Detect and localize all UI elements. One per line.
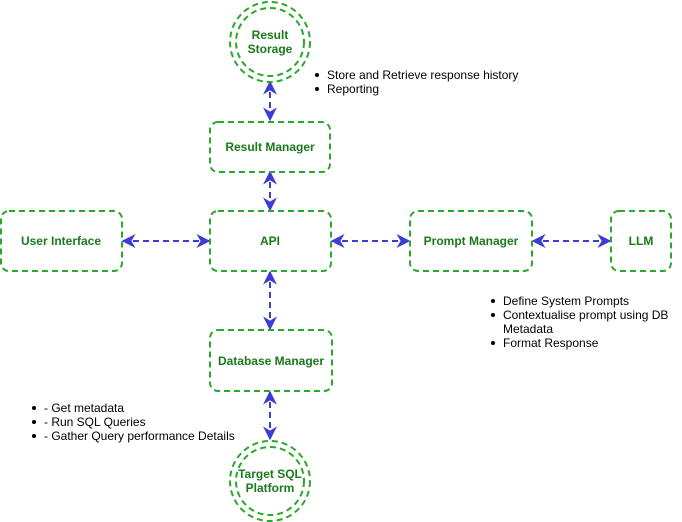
- node-api: API: [209, 210, 332, 272]
- note-database-manager-item: - Gather Query performance Details: [28, 429, 235, 443]
- node-result-storage-label-line1: Result: [252, 28, 289, 42]
- note-prompt-manager: Define System Prompts Contextualise prom…: [487, 294, 668, 350]
- node-prompt-manager-label: Prompt Manager: [424, 234, 519, 248]
- note-prompt-manager-continuation: Metadata: [503, 322, 554, 336]
- node-target-sql-outer-ring: [229, 440, 311, 522]
- node-result-manager: Result Manager: [209, 121, 331, 173]
- node-prompt-manager: Prompt Manager: [409, 210, 533, 272]
- note-database-manager-item: - Get metadata: [28, 401, 235, 415]
- node-user-interface: User Interface: [0, 210, 123, 272]
- node-target-sql-platform: Target SQL Platform: [229, 440, 311, 522]
- note-database-manager: - Get metadata - Run SQL Queries - Gathe…: [28, 401, 235, 443]
- node-llm-box: [610, 210, 672, 272]
- node-target-sql-label-line2: Platform: [246, 481, 295, 495]
- node-result-storage-outer-ring: [229, 1, 311, 83]
- note-prompt-manager-item: Contextualise prompt using DB: [487, 308, 668, 322]
- node-database-manager-label: Database Manager: [218, 354, 324, 368]
- note-database-manager-item: - Run SQL Queries: [28, 415, 235, 429]
- node-result-manager-box: [209, 121, 331, 173]
- note-prompt-manager-item: Define System Prompts: [487, 294, 668, 308]
- node-result-storage-label-line2: Storage: [248, 42, 293, 56]
- node-database-manager-box: [209, 329, 333, 392]
- note-result-storage: Store and Retrieve response history Repo…: [311, 68, 518, 96]
- node-api-label: API: [260, 234, 280, 248]
- note-result-storage-item: Reporting: [311, 82, 518, 96]
- node-api-box: [209, 210, 332, 272]
- node-llm-label: LLM: [629, 234, 654, 248]
- node-llm: LLM: [610, 210, 672, 272]
- note-result-storage-item: Store and Retrieve response history: [311, 68, 518, 82]
- node-user-interface-box: [0, 210, 123, 272]
- node-user-interface-label: User Interface: [21, 234, 101, 248]
- node-result-storage: Result Storage: [229, 1, 311, 83]
- connectors: [121, 80, 612, 441]
- node-result-storage-inner-ring: [235, 7, 305, 77]
- node-database-manager: Database Manager: [209, 329, 333, 392]
- note-prompt-manager-item: Format Response: [487, 336, 668, 350]
- node-result-manager-label: Result Manager: [225, 140, 315, 154]
- node-target-sql-label-line1: Target SQL: [238, 467, 302, 481]
- node-target-sql-inner-ring: [235, 446, 305, 516]
- node-prompt-manager-box: [409, 210, 533, 272]
